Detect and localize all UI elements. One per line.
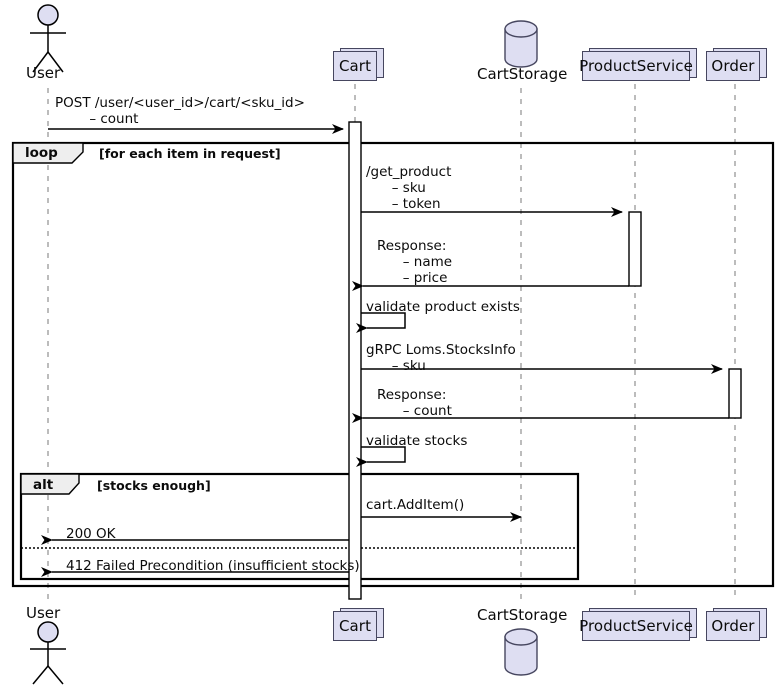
- participant-productservice-label-top: ProductService: [579, 57, 693, 75]
- participant-user-label-bottom: User: [26, 604, 61, 622]
- activation-bars: [348, 121, 742, 600]
- message-label-m4: validate product exists: [366, 299, 520, 315]
- message-label-m10: 412 Failed Precondition (insufficient st…: [66, 558, 360, 574]
- alt-frame-border: [19, 472, 580, 581]
- message-label-m1: POST /user/<user_id>/cart/<sku_id> – cou…: [55, 95, 305, 127]
- participant-order-bottom[interactable]: Order: [706, 611, 760, 641]
- message-label-m7: validate stocks: [366, 433, 468, 449]
- activation-cart: [348, 121, 362, 600]
- alt-fragment-tag: alt: [33, 477, 54, 493]
- arrow-m7-self: [356, 446, 406, 467]
- participant-productservice-top[interactable]: ProductService: [579, 51, 693, 81]
- message-label-m8: cart.AddItem(): [366, 497, 465, 513]
- participant-order-label-top: Order: [711, 57, 755, 75]
- message-label-m3: Response: – name – price: [377, 238, 453, 286]
- participant-productservice-label-bottom: ProductService: [579, 617, 693, 635]
- message-label-m6: Response: – count: [377, 387, 452, 419]
- activation-productservice: [628, 211, 642, 287]
- alt-fragment-guard: [stocks enough]: [97, 478, 211, 493]
- message-label-m2: /get_product – sku – token: [366, 164, 452, 212]
- participant-cart-label-bottom: Cart: [338, 617, 372, 635]
- participant-cartstorage-label-top: CartStorage: [477, 65, 568, 83]
- participant-productservice-bottom[interactable]: ProductService: [579, 611, 693, 641]
- participant-cartstorage-label-bottom: CartStorage: [477, 606, 568, 624]
- actor-icon-user-bottom: [30, 621, 66, 685]
- loop-fragment-guard: [for each item in request]: [99, 146, 281, 161]
- arrow-m4-self: [356, 312, 406, 333]
- participant-user-label-top: User: [26, 64, 61, 82]
- participant-cart-label-top: Cart: [338, 57, 372, 75]
- message-label-m9: 200 OK: [66, 526, 116, 542]
- participant-order-top[interactable]: Order: [706, 51, 760, 81]
- participant-cart-top[interactable]: Cart: [333, 51, 377, 81]
- database-icon-cartstorage-top: [504, 20, 538, 68]
- loop-fragment-tag: loop: [25, 145, 58, 161]
- participant-order-label-bottom: Order: [711, 617, 755, 635]
- message-label-m5: gRPC Loms.StocksInfo – sku: [366, 342, 516, 374]
- actor-icon-user-top: [30, 4, 66, 73]
- message-arrows: [41, 124, 729, 577]
- activation-order: [728, 368, 742, 419]
- loop-frame-border: [11, 141, 775, 588]
- participant-cart-bottom[interactable]: Cart: [333, 611, 377, 641]
- database-icon-cartstorage-bottom: [504, 628, 538, 676]
